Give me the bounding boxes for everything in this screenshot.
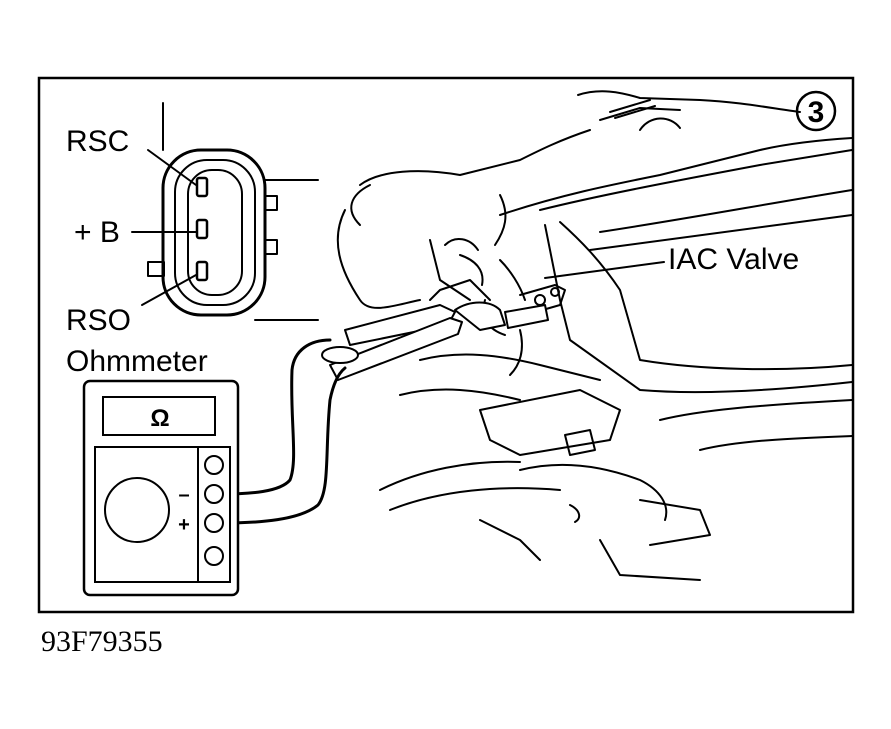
positive-test-lead — [220, 366, 347, 525]
terminal-rso — [195, 260, 209, 282]
test-leads — [220, 338, 347, 525]
label-ohmmeter: Ohmmeter — [66, 345, 208, 378]
ohm-symbol: Ω — [150, 405, 169, 432]
terminal-b — [195, 218, 209, 240]
engine-illustration — [336, 90, 853, 581]
probe-connector — [321, 287, 560, 381]
label-iac-valve: IAC Valve — [668, 243, 799, 276]
label-leaders — [131, 149, 665, 306]
jack-4 — [204, 546, 224, 566]
label-rso: RSO — [66, 304, 131, 337]
negative-test-lead — [220, 338, 332, 496]
figure-code: 93F79355 — [41, 625, 163, 658]
connector-side-tab — [147, 261, 165, 277]
jack-1 — [204, 455, 224, 475]
ohmmeter: Ω – + — [82, 379, 240, 597]
connector-lock-tab-top — [264, 195, 278, 211]
ohmmeter-display — [102, 396, 216, 436]
label-rsc: RSC — [66, 125, 129, 158]
terminal-rsc — [195, 176, 209, 198]
step-number: 3 — [808, 96, 825, 129]
range-dial — [104, 477, 170, 543]
label-plus-b: + B — [74, 216, 120, 249]
plus-sign: + — [178, 514, 190, 536]
jack-positive — [204, 513, 224, 533]
step-badge: 3 — [795, 90, 837, 132]
connector-lock-tab-bottom — [264, 239, 278, 255]
minus-sign: – — [178, 484, 189, 506]
jack-negative — [204, 484, 224, 504]
